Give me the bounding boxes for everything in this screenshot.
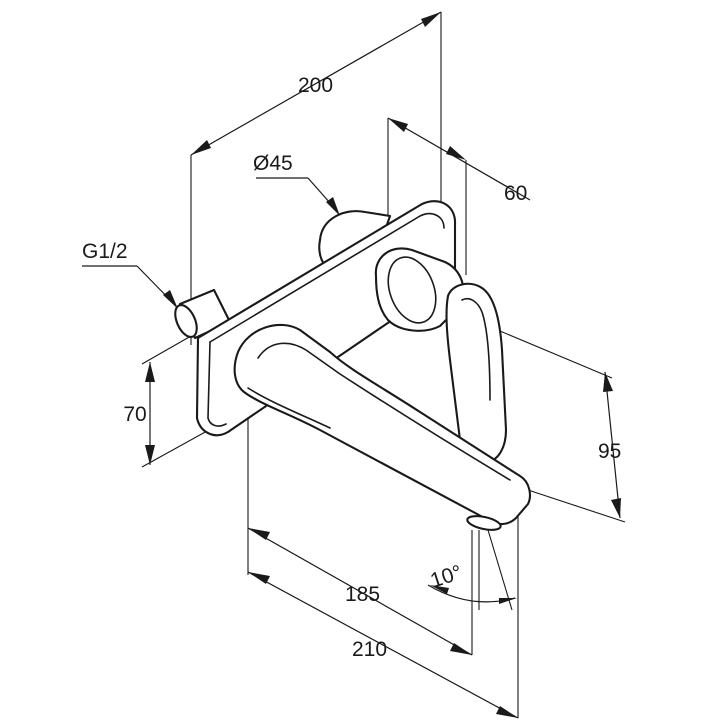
dimension-210: 210 [247,512,519,719]
dim-label-185: 185 [345,583,380,606]
dimension-95: 95 [487,325,626,523]
dim-label-thread: G1/2 [82,240,128,263]
dim-label-200: 200 [298,74,333,97]
dim-label-70: 70 [123,403,146,426]
faucet-body [174,200,531,531]
dimension-185: 185 [247,408,473,656]
spout-outlet [466,515,502,531]
dim-label-95: 95 [598,440,621,463]
dim-label-210: 210 [352,638,387,661]
dim-label-diameter: Ø45 [253,152,293,175]
lever-handle [445,282,508,464]
dimension-diameter: Ø45 [253,152,340,216]
spout [233,323,531,526]
dimension-thread: G1/2 [82,240,178,309]
dim-label-angle: 10° [428,561,465,593]
dimension-200: 200 [190,11,442,345]
dim-label-60: 60 [504,182,527,205]
dimension-60: 60 [387,117,531,275]
